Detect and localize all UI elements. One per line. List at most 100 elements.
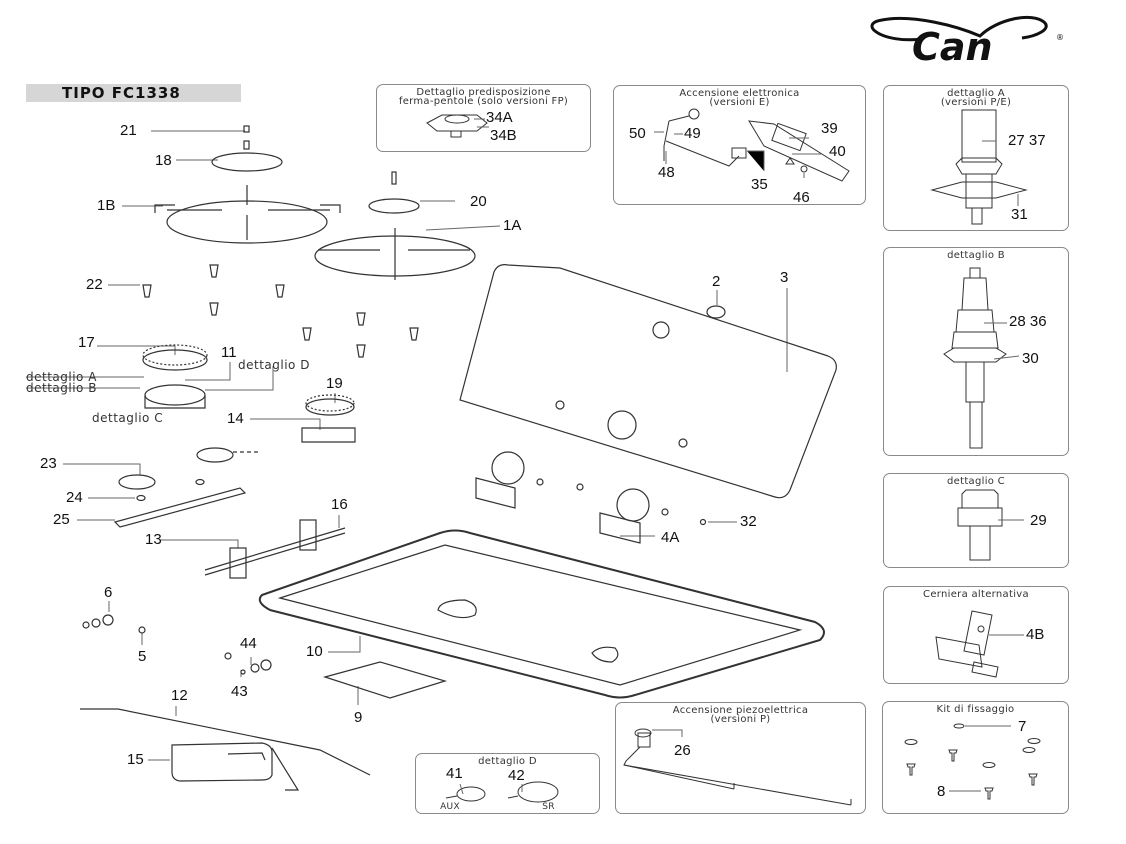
callout-15: 15 xyxy=(127,751,144,768)
gas-valves-13 xyxy=(204,519,346,579)
rating-plate-9 xyxy=(322,661,448,699)
detail-box-hinge: Cerniera alternativa 4B xyxy=(883,586,1069,684)
ref-detail-a: dettaglio A xyxy=(26,370,97,384)
detail-box-d: dettaglio D 41 42 AUX SR xyxy=(415,753,600,814)
callout-18: 18 xyxy=(155,152,172,169)
hinge-icon xyxy=(935,610,1024,678)
hinges-4a xyxy=(475,451,669,544)
ignition-module-icon xyxy=(654,108,850,182)
callout-49: 49 xyxy=(684,125,701,142)
callout-35: 35 xyxy=(751,176,768,193)
callout-16: 16 xyxy=(331,496,348,513)
callout-39: 39 xyxy=(821,120,838,137)
sr-label: SR xyxy=(542,802,555,812)
callout-4a: 4A xyxy=(661,529,680,546)
rod-15-end xyxy=(271,747,300,791)
callout-28-36: 28 36 xyxy=(1009,313,1047,330)
logo-text: Can xyxy=(912,25,993,64)
small-fittings xyxy=(82,614,272,675)
detail-box-b: dettaglio B 28 36 30 xyxy=(883,247,1069,456)
burner-17-11 xyxy=(142,344,208,409)
box-title-line1: dettaglio D xyxy=(478,756,537,767)
callout-32: 32 xyxy=(740,513,757,530)
detail-box-a: dettaglio A (versioni P/E) 27 37 31 xyxy=(883,85,1069,231)
callout-1b: 1B xyxy=(97,197,116,214)
box-title-line2: (versioni E) xyxy=(709,97,770,108)
box-title-line2: (versioni P) xyxy=(710,714,771,725)
callout-10: 10 xyxy=(306,643,323,660)
leader-lines xyxy=(26,130,788,761)
detail-box-piezo-ignition: Accensione piezoelettrica (versioni P) 2… xyxy=(615,702,866,814)
callout-34b: 34B xyxy=(490,127,517,144)
box-title-line1: dettaglio A xyxy=(947,88,1005,99)
callout-50: 50 xyxy=(629,125,646,142)
callout-9: 9 xyxy=(354,709,363,726)
callout-14: 14 xyxy=(227,410,244,427)
detail-box-c: dettaglio C 29 xyxy=(883,473,1069,568)
callout-22: 22 xyxy=(86,276,103,293)
callout-41: 41 xyxy=(446,765,463,782)
detail-box-electronic-ignition: Accensione elettronica (versioni E) 50 4… xyxy=(613,85,866,206)
grommet-2 xyxy=(706,305,726,319)
can-logo-icon: Can ® xyxy=(870,15,1064,69)
callout-27-37: 27 37 xyxy=(1008,132,1046,149)
injector-nozzle-icon xyxy=(957,489,1024,561)
ref-detail-c: dettaglio C xyxy=(92,411,164,425)
callout-21: 21 xyxy=(120,122,137,139)
box-title-line1: Kit di fissaggio xyxy=(936,704,1015,715)
piezo-igniter-icon xyxy=(623,728,852,806)
callout-20: 20 xyxy=(470,193,487,210)
box-title-line1: dettaglio C xyxy=(947,476,1005,487)
callout-43: 43 xyxy=(231,683,248,700)
brand-logo: Can ® xyxy=(862,14,1072,69)
callout-11: 11 xyxy=(221,344,237,361)
rod-12 xyxy=(80,708,371,776)
callout-23: 23 xyxy=(40,455,57,472)
box-title-line1: Cerniera alternativa xyxy=(923,589,1029,600)
model-title: TIPO FC1338 xyxy=(26,84,241,102)
callout-31: 31 xyxy=(1011,206,1028,223)
callout-26: 26 xyxy=(674,742,691,759)
callout-24: 24 xyxy=(66,489,83,506)
callout-8: 8 xyxy=(937,783,946,800)
box-title-line1: Accensione piezoelettrica xyxy=(672,705,809,716)
base-tray-10 xyxy=(258,529,825,699)
box-title-line1: dettaglio B xyxy=(947,250,1005,261)
box-title-line1: Accensione elettronica xyxy=(679,88,800,99)
pan-stop-icon xyxy=(426,114,489,138)
callout-42: 42 xyxy=(508,767,525,784)
rubber-feet-22 xyxy=(142,264,419,358)
screw-32 xyxy=(699,518,707,526)
callout-40: 40 xyxy=(829,143,846,160)
callout-4b: 4B xyxy=(1026,626,1045,643)
box-title-line2: (versioni P/E) xyxy=(940,97,1012,108)
box-title-line2: ferma-pentole (solo versioni FP) xyxy=(398,96,569,107)
callout-48: 48 xyxy=(658,164,675,181)
pan-support-1a xyxy=(314,228,476,280)
callout-17: 17 xyxy=(78,334,95,351)
callout-30: 30 xyxy=(1022,350,1039,367)
thermocouple-icon xyxy=(930,109,1028,225)
detail-box-fp: Dettaglio predisposizione ferma-pentole … xyxy=(376,84,591,152)
burner-19-14 xyxy=(301,394,356,443)
control-plate-25 xyxy=(113,487,247,528)
burner-crowns-icon xyxy=(445,781,559,803)
callout-3: 3 xyxy=(780,269,789,286)
callout-7: 7 xyxy=(1018,718,1027,735)
callout-12: 12 xyxy=(171,687,188,704)
callout-2: 2 xyxy=(712,273,721,290)
pan-support-1b xyxy=(154,185,341,244)
callout-29: 29 xyxy=(1030,512,1047,529)
glass-lid-3 xyxy=(459,264,837,499)
ref-detail-b: dettaglio B xyxy=(26,381,97,395)
ignition-electrode-icon xyxy=(943,267,1020,449)
knobs-23 xyxy=(118,447,260,490)
detail-box-fixing-kit: Kit di fissaggio 7 8 xyxy=(882,701,1069,814)
aux-label: AUX xyxy=(440,802,460,812)
callout-34a: 34A xyxy=(486,109,513,126)
callout-19: 19 xyxy=(326,375,343,392)
callout-25: 25 xyxy=(53,511,70,528)
spring-clip-15 xyxy=(171,742,273,782)
washer-24 xyxy=(136,494,146,502)
